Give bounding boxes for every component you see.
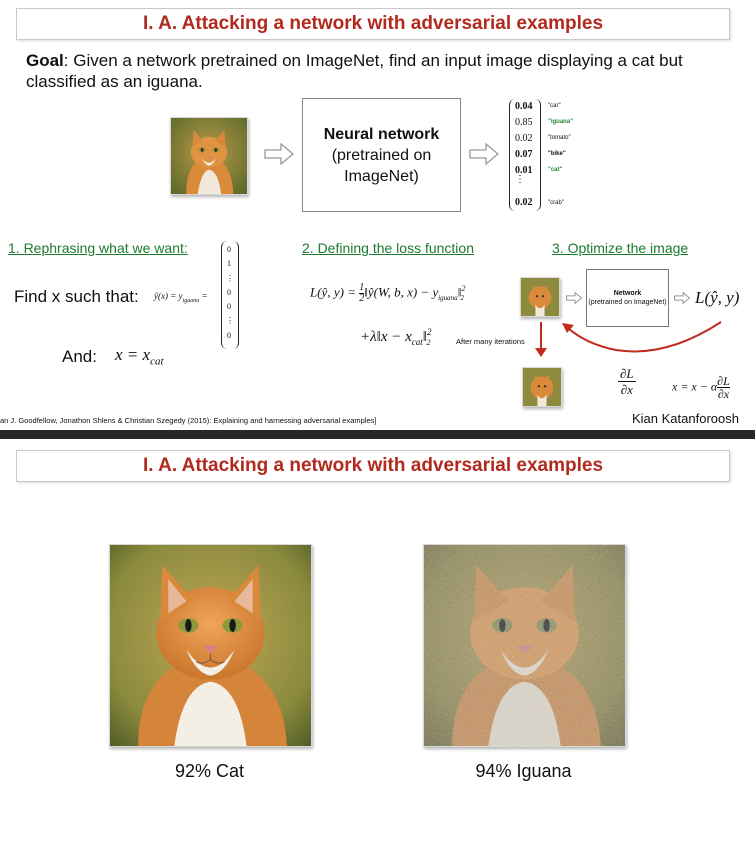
section-loss-function: 2. Defining the loss function (302, 240, 474, 256)
target-vector-entry: 0 (227, 245, 231, 254)
output-label: "bike" (548, 151, 566, 157)
cat-image-result (522, 367, 562, 407)
hollow-right-arrow-icon (674, 292, 690, 304)
loss-output-label: L(ŷ, y) (695, 288, 740, 307)
output-value: 0.01 (515, 165, 533, 176)
cat-image-original (109, 544, 312, 747)
goal-description: : Given a network pretrained on ImageNet… (26, 51, 683, 91)
nn-subtitle-2: ImageNet) (344, 167, 419, 185)
gradient-update-rule: x = x − α∂L∂x (672, 374, 730, 401)
equation-x-equals-xcat: x = xcat (115, 345, 164, 368)
output-value: 0.04 (515, 101, 533, 112)
red-down-arrow-icon (535, 322, 547, 363)
hollow-right-arrow-icon (469, 143, 499, 165)
section-optimize-image: 3. Optimize the image (552, 240, 689, 256)
target-vector-entry: 0 (227, 330, 231, 340)
cat-image-optimize (520, 277, 560, 317)
curved-red-arrow-icon (556, 318, 726, 363)
output-value: 0.02 (515, 197, 533, 208)
neural-network-box: Neural network (pretrained on ImageNet) (302, 98, 461, 212)
output-label: "crab" (548, 200, 564, 206)
goal-label: Goal (26, 51, 64, 70)
cat-image-input (170, 117, 248, 195)
slide2-title-box: I. A. Attacking a network with adversari… (16, 450, 730, 482)
caption-iguana-confidence: 94% Iguana (475, 761, 572, 781)
target-vector-entry: 0 (227, 302, 231, 312)
network-box: Network (pretrained on ImageNet) (586, 269, 669, 327)
output-value: 0.07 (515, 149, 533, 160)
nn-title: Neural network (323, 125, 440, 143)
output-vector-brackets (509, 99, 541, 211)
target-vector-entry: 1 (227, 259, 231, 269)
output-label: "car" (548, 103, 561, 109)
target-vector-entry: 0 (227, 287, 231, 297)
equation-yhat-target: ŷ(x) = yiguana = (154, 291, 208, 304)
slide1-title: I. A. Attacking a network with adversari… (142, 13, 604, 34)
citation: an J. Goodfellow, Jonathon Shlens & Chri… (0, 416, 377, 425)
target-vector: 0 1 ⋮ 0 0 ⋮ 0 (226, 243, 234, 343)
loss-equation-line2: +λ‖x − xcat‖22 (360, 327, 432, 347)
slide1-title-box: I. A. Attacking a network with adversari… (16, 8, 730, 40)
output-label: "cat" (548, 167, 563, 173)
goal-text: Goal: Given a network pretrained on Imag… (26, 50, 736, 92)
slide2-title: I. A. Attacking a network with adversari… (142, 455, 604, 476)
hollow-right-arrow-icon (566, 292, 582, 304)
target-vector-entry: ⋮ (226, 316, 234, 326)
find-x-text: Find x such that: (14, 287, 139, 306)
after-iterations-note: After many iterations (456, 337, 525, 346)
and-label: And: (62, 347, 97, 366)
hollow-right-arrow-icon (264, 143, 294, 165)
nn-subtitle-1: (pretrained on (331, 146, 432, 164)
slide-divider (0, 430, 755, 439)
output-value: 0.85 (515, 117, 533, 128)
target-vector-entry: ⋮ (226, 273, 234, 283)
gradient-dl-dx: ∂L∂x (618, 366, 636, 397)
output-value: 0.02 (515, 133, 533, 144)
vertical-ellipsis: ⋮ (515, 174, 525, 185)
output-label: "tomato" (548, 135, 571, 141)
caption-cat-confidence: 92% Cat (174, 761, 245, 781)
output-label: "iguana" (548, 119, 574, 125)
author-name: Kian Katanforoosh (632, 411, 739, 426)
network-box-title: Network (613, 290, 642, 297)
target-vector-brackets (221, 241, 239, 349)
section-rephrasing: 1. Rephrasing what we want: (8, 240, 188, 256)
cat-image-adversarial (423, 544, 626, 747)
network-box-subtitle: (pretrained on ImageNet) (588, 299, 667, 306)
